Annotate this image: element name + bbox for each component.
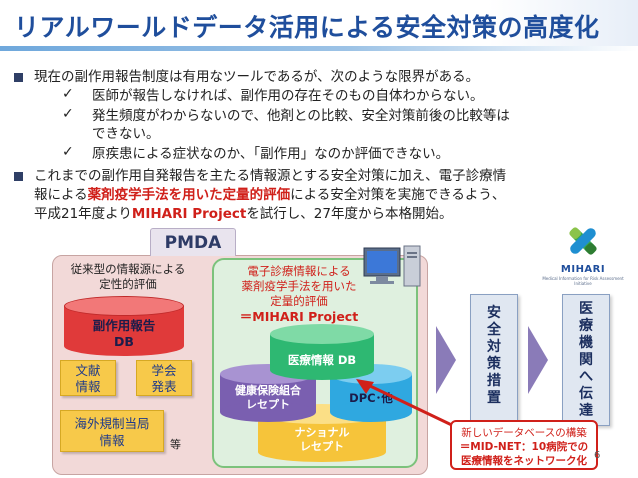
safety-measures-box: 安全対策措置: [470, 294, 518, 426]
chevron-right-icon: [436, 326, 456, 394]
safety-measures-char: 策: [487, 356, 501, 372]
hospital-communication-char: へ: [579, 369, 593, 385]
bullet-2-text-line3: 平成21年度よりMIHARI Projectを試行し、27年度から本格開始。: [34, 206, 453, 222]
legacy-source-label: 従来型の情報源による 定性的評価: [70, 262, 186, 291]
safety-measures-char: 全: [487, 322, 501, 338]
check-2-text-line2: できない。: [92, 126, 160, 142]
title-glow: [488, 0, 638, 46]
dpc-cylinder: DPC･他: [330, 364, 412, 422]
page-number: 6: [594, 450, 601, 461]
health-insurance-receipt-cylinder: 健康保険組合 レセプト: [220, 364, 316, 422]
pmda-label: PMDA: [150, 228, 236, 256]
mid-net-callout: 新しいデータベースの構築 ＝MID-NET：10病院での 医療情報をネットワーク…: [450, 420, 598, 470]
checkmark-icon: ✓: [62, 144, 74, 160]
foreign-regulator-box: 海外規制当局 情報: [60, 410, 164, 452]
safety-measures-char: 措: [487, 373, 501, 389]
edb-label: 電子診療情報による 薬剤疫学手法を用いた 定量的評価 ＝MIHARI Proje…: [239, 264, 359, 324]
check-3-text: 原疾患による症状なのか、「副作用」なのか評価できない。: [92, 146, 450, 162]
highlight-red-text: 薬剤疫学手法を用いた定量的評価: [87, 187, 291, 203]
conference-box: 学会 発表: [136, 360, 192, 396]
medical-info-db-cylinder: 医療情報 DB: [270, 324, 374, 380]
mihari-logo-icon: [569, 227, 597, 255]
callout-arrow-icon: [356, 379, 459, 430]
check-1-text: 医師が報告しなければ、副作用の存在そのもの自体わからない。: [92, 88, 484, 104]
mihari-logo-text: MIHARI: [560, 264, 606, 275]
bullet-1-text: 現在の副作用報告制度は有用なツールであるが、次のような限界がある。: [34, 69, 480, 85]
check-2-text-line1: 発生頻度がわからないので、他剤との比較、安全対策前後の比較等は: [92, 108, 510, 124]
safety-measures-char: 対: [487, 339, 501, 355]
safety-measures-char: 置: [487, 390, 501, 406]
adr-report-db-cylinder: 副作用報告 DB: [64, 296, 184, 356]
checkmark-icon: ✓: [62, 86, 74, 102]
etc-label: 等: [170, 438, 181, 451]
bullet-2-text-line2: 報による薬剤疫学手法を用いた定量的評価による安全対策を実施できるよう、: [34, 187, 506, 203]
chevron-right-icon: [528, 326, 548, 394]
title-rule: [0, 46, 638, 51]
hospital-communication-box: 医療機関へ伝達: [562, 294, 610, 426]
safety-measures-char: 安: [487, 305, 501, 321]
literature-info-box: 文献 情報: [60, 360, 116, 396]
checkmark-icon: ✓: [62, 106, 74, 122]
computer-icon: [363, 245, 421, 287]
hospital-communication-char: 機: [579, 335, 593, 351]
bullet-square-icon: [14, 73, 23, 82]
mihari-project-text: MIHARI Project: [131, 206, 247, 222]
hospital-communication-char: 伝: [579, 386, 593, 402]
hospital-communication-char: 医: [579, 301, 593, 317]
bullet-2-text-line1: これまでの副作用自発報告を主たる情報源とする安全対策に加え、電子診療情: [34, 168, 507, 184]
hospital-communication-char: 療: [579, 318, 593, 334]
hospital-communication-char: 関: [579, 352, 593, 368]
mihari-logo-subtitle: Medical Information for Risk Assessment …: [542, 276, 624, 286]
bullet-square-icon: [14, 172, 23, 181]
slide-title: リアルワールドデータ活用による安全対策の高度化: [14, 13, 600, 42]
hospital-communication-char: 達: [579, 403, 593, 419]
